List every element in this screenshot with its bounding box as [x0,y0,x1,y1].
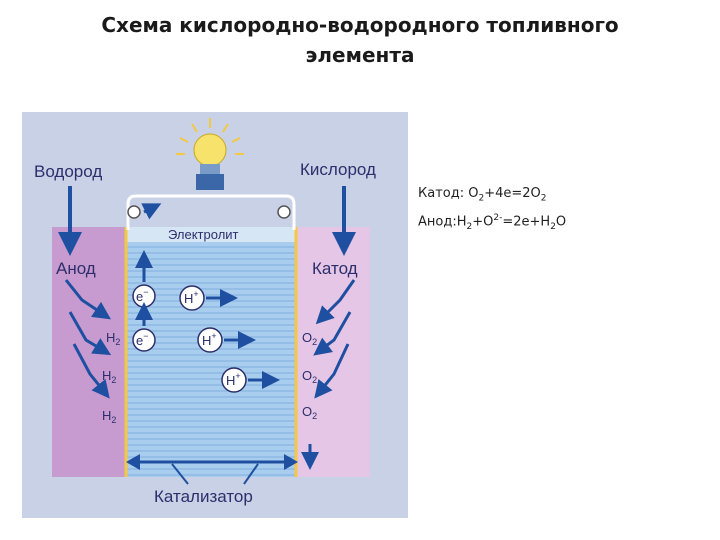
anode-label: Анод [56,259,96,278]
svg-text:H2: H2 [106,330,120,347]
electrolyte-top [126,227,296,242]
catalyst-arrow [126,454,298,485]
svg-text:O2: O2 [302,330,317,347]
oxygen-label: Кислород [300,160,376,179]
cathode-label: Катод [312,259,358,278]
svg-text:e−: e− [136,287,149,304]
electron-flow-arrow [141,203,162,220]
anode-chamber [52,227,126,477]
title-line-2: элемента [305,43,415,67]
title-line-1: Схема кислородно-водородного топливного [101,13,619,37]
svg-text:O2: O2 [302,368,317,385]
light-bulb-icon [176,118,244,190]
catalyst-label: Катализатор [154,487,253,506]
svg-text:H+: H+ [226,371,241,388]
cathode-gas-arrows [313,279,356,399]
cathode-equation: Катод: O2+4e=2O2 [418,186,547,204]
svg-text:O2: O2 [302,404,317,421]
svg-text:H+: H+ [202,331,217,348]
electrolyte-label: Электролит [168,227,239,242]
circuit-wire [126,194,296,230]
electrolyte-area [126,240,296,477]
anode-terminal [127,205,141,219]
anode-equation: Анод:H2+O2-=2e+H2O [418,212,567,232]
anode-gas-arrows [64,279,112,399]
svg-text:H2: H2 [102,408,116,425]
svg-text:e−: e− [136,331,149,348]
cathode-chamber [296,227,370,477]
o2-labels: O2 O2 O2 [302,330,317,421]
electron-particles: e− e− [132,250,156,352]
svg-text:H2: H2 [102,368,116,385]
proton-particles: H+ H+ H+ [179,285,280,393]
svg-text:H+: H+ [184,289,199,306]
page-title: Схема кислородно-водородного топливного … [0,10,720,70]
h2-labels: H2 H2 H2 [102,330,120,425]
hydrogen-label: Водород [34,162,102,181]
reaction-equations: Катод: O2+4e=2O2 Анод:H2+O2-=2e+H2O [418,184,566,237]
fuel-cell-diagram: Водород Кислород Анод Катод Электролит H… [22,112,408,518]
cathode-terminal [277,205,291,219]
